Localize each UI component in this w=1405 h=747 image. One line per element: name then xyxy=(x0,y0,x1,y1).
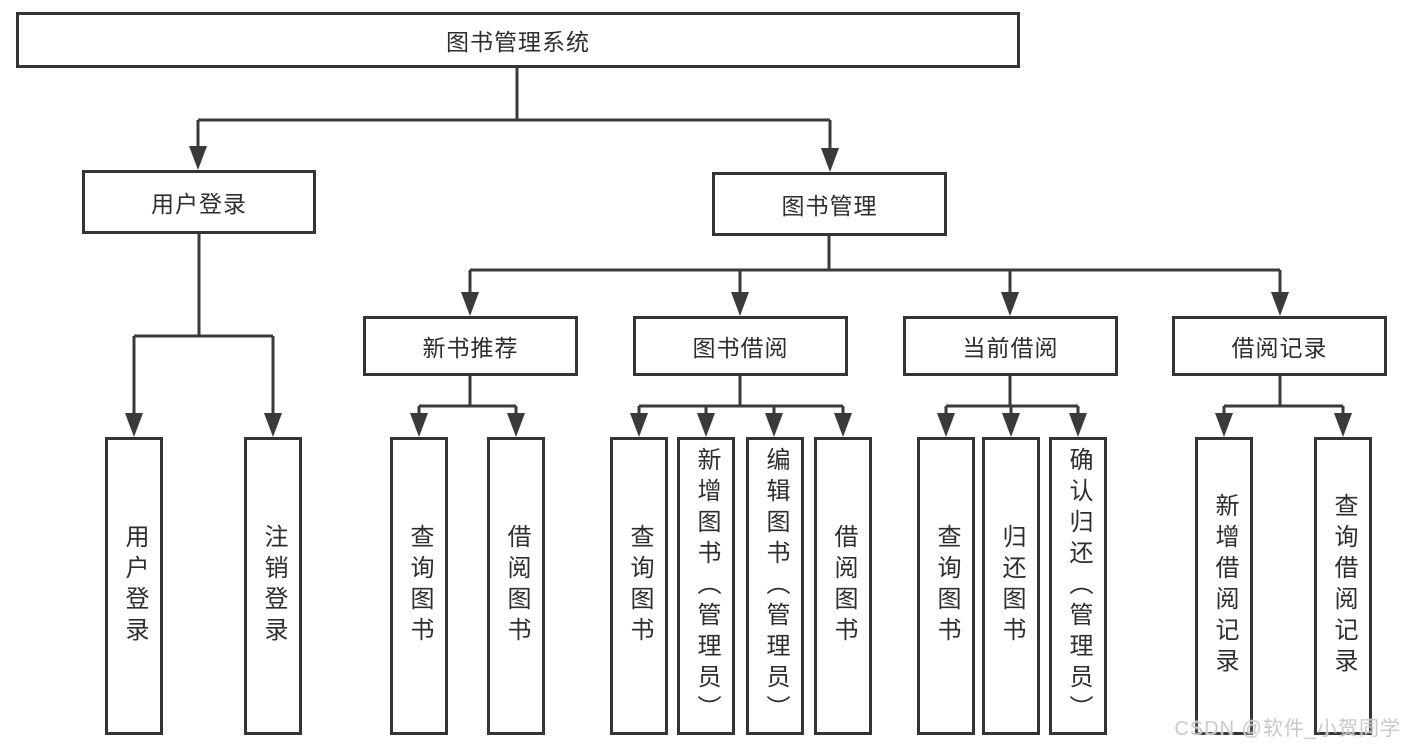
leaf-return-book-label: 归还图书 xyxy=(998,524,1025,648)
leaf-edit-book-admin: 编辑图书（管理员） xyxy=(746,437,804,735)
leaf-add-book-admin-label: 新增图书（管理员） xyxy=(693,446,720,726)
leaf-newbook-query-book-label: 查询图书 xyxy=(406,524,433,648)
leaf-newbook-borrow-book: 借阅图书 xyxy=(487,437,545,735)
node-new-book-recommend-label: 新书推荐 xyxy=(422,335,519,361)
node-book-borrow: 图书借阅 xyxy=(633,316,848,376)
node-borrow-record-label: 借阅记录 xyxy=(1231,335,1328,361)
leaf-current-query-book-label: 查询图书 xyxy=(933,524,960,648)
leaf-logout: 注销登录 xyxy=(244,437,302,735)
leaf-return-book: 归还图书 xyxy=(982,437,1040,735)
node-current-borrow-label: 当前借阅 xyxy=(962,335,1059,361)
leaf-confirm-return-admin-label: 确认归还（管理员） xyxy=(1065,446,1092,726)
node-current-borrow: 当前借阅 xyxy=(903,316,1118,376)
leaf-query-borrow-record-label: 查询借阅记录 xyxy=(1330,493,1357,679)
leaf-borrow-borrow-book-label: 借阅图书 xyxy=(830,524,857,648)
leaf-borrow-query-book: 查询图书 xyxy=(610,437,668,735)
leaf-newbook-query-book: 查询图书 xyxy=(390,437,448,735)
leaf-current-query-book: 查询图书 xyxy=(917,437,975,735)
node-book-borrow-label: 图书借阅 xyxy=(692,335,789,361)
node-user-login: 用户登录 xyxy=(82,170,316,234)
node-borrow-record: 借阅记录 xyxy=(1172,316,1387,376)
leaf-user-login-label: 用户登录 xyxy=(121,524,148,648)
leaf-user-login: 用户登录 xyxy=(105,437,163,735)
csdn-watermark: CSDN @软件_小贺同学 xyxy=(1174,718,1401,740)
node-root-system: 图书管理系统 xyxy=(16,12,1020,68)
leaf-borrow-query-book-label: 查询图书 xyxy=(626,524,653,648)
node-book-management: 图书管理 xyxy=(712,172,947,236)
leaf-edit-book-admin-label: 编辑图书（管理员） xyxy=(762,446,789,726)
node-user-login-label: 用户登录 xyxy=(151,191,247,217)
leaf-query-borrow-record: 查询借阅记录 xyxy=(1314,437,1372,735)
node-new-book-recommend: 新书推荐 xyxy=(363,316,578,376)
node-root-label: 图书管理系统 xyxy=(446,29,590,55)
arrowheads xyxy=(125,146,1352,437)
leaf-add-book-admin: 新增图书（管理员） xyxy=(677,437,735,735)
leaf-confirm-return-admin: 确认归还（管理员） xyxy=(1049,437,1107,735)
leaf-borrow-borrow-book: 借阅图书 xyxy=(814,437,872,735)
node-book-management-label: 图书管理 xyxy=(781,193,878,219)
leaf-add-borrow-record-label: 新增借阅记录 xyxy=(1211,493,1238,679)
leaf-logout-label: 注销登录 xyxy=(260,524,287,648)
leaf-add-borrow-record: 新增借阅记录 xyxy=(1195,437,1253,735)
leaf-newbook-borrow-book-label: 借阅图书 xyxy=(503,524,530,648)
